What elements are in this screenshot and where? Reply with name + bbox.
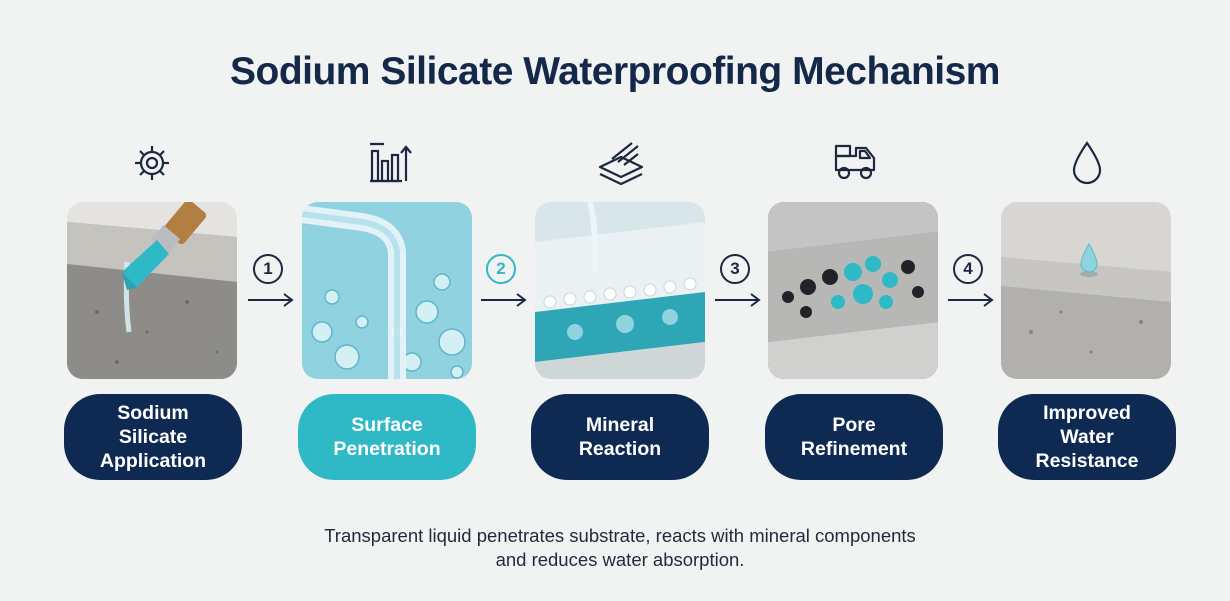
water-resistant-surface-image [1001, 202, 1171, 379]
step-label-sodium-silicate-application: Sodium Silicate Application [64, 394, 242, 480]
step-number: 3 [720, 254, 750, 284]
brush-on-concrete-image [67, 202, 237, 379]
step-label-mineral-reaction: Mineral Reaction [531, 394, 709, 480]
truck-icon [830, 137, 880, 187]
right-arrow-icon [248, 293, 294, 307]
water-drop-icon [1062, 137, 1112, 187]
layers-icon [596, 137, 646, 187]
caption: Transparent liquid penetrates substrate,… [0, 524, 1230, 572]
right-arrow-icon [715, 293, 761, 307]
step-label-improved-water-resistance: Improved Water Resistance [998, 394, 1176, 480]
right-arrow-icon [948, 293, 994, 307]
step-number: 4 [953, 254, 983, 284]
mineral-reaction-image [535, 202, 705, 379]
connector-4: 4 [947, 254, 1007, 324]
bar-chart-arrow-icon [364, 137, 414, 187]
step-number: 1 [253, 254, 283, 284]
caption-line-2: and reduces water absorption. [495, 549, 745, 570]
pore-refinement-image [768, 202, 938, 379]
liquid-penetration-image [302, 202, 472, 379]
caption-line-1: Transparent liquid penetrates substrate,… [324, 525, 916, 546]
connector-2: 2 [480, 254, 540, 324]
step-number: 2 [486, 254, 516, 284]
page-title: Sodium Silicate Waterproofing Mechanism [229, 50, 1001, 93]
connector-1: 1 [247, 254, 307, 324]
gear-icon [127, 138, 177, 188]
connector-3: 3 [714, 254, 774, 324]
step-label-pore-refinement: Pore Refinement [765, 394, 943, 480]
right-arrow-icon [481, 293, 527, 307]
step-label-surface-penetration: Surface Penetration [298, 394, 476, 480]
